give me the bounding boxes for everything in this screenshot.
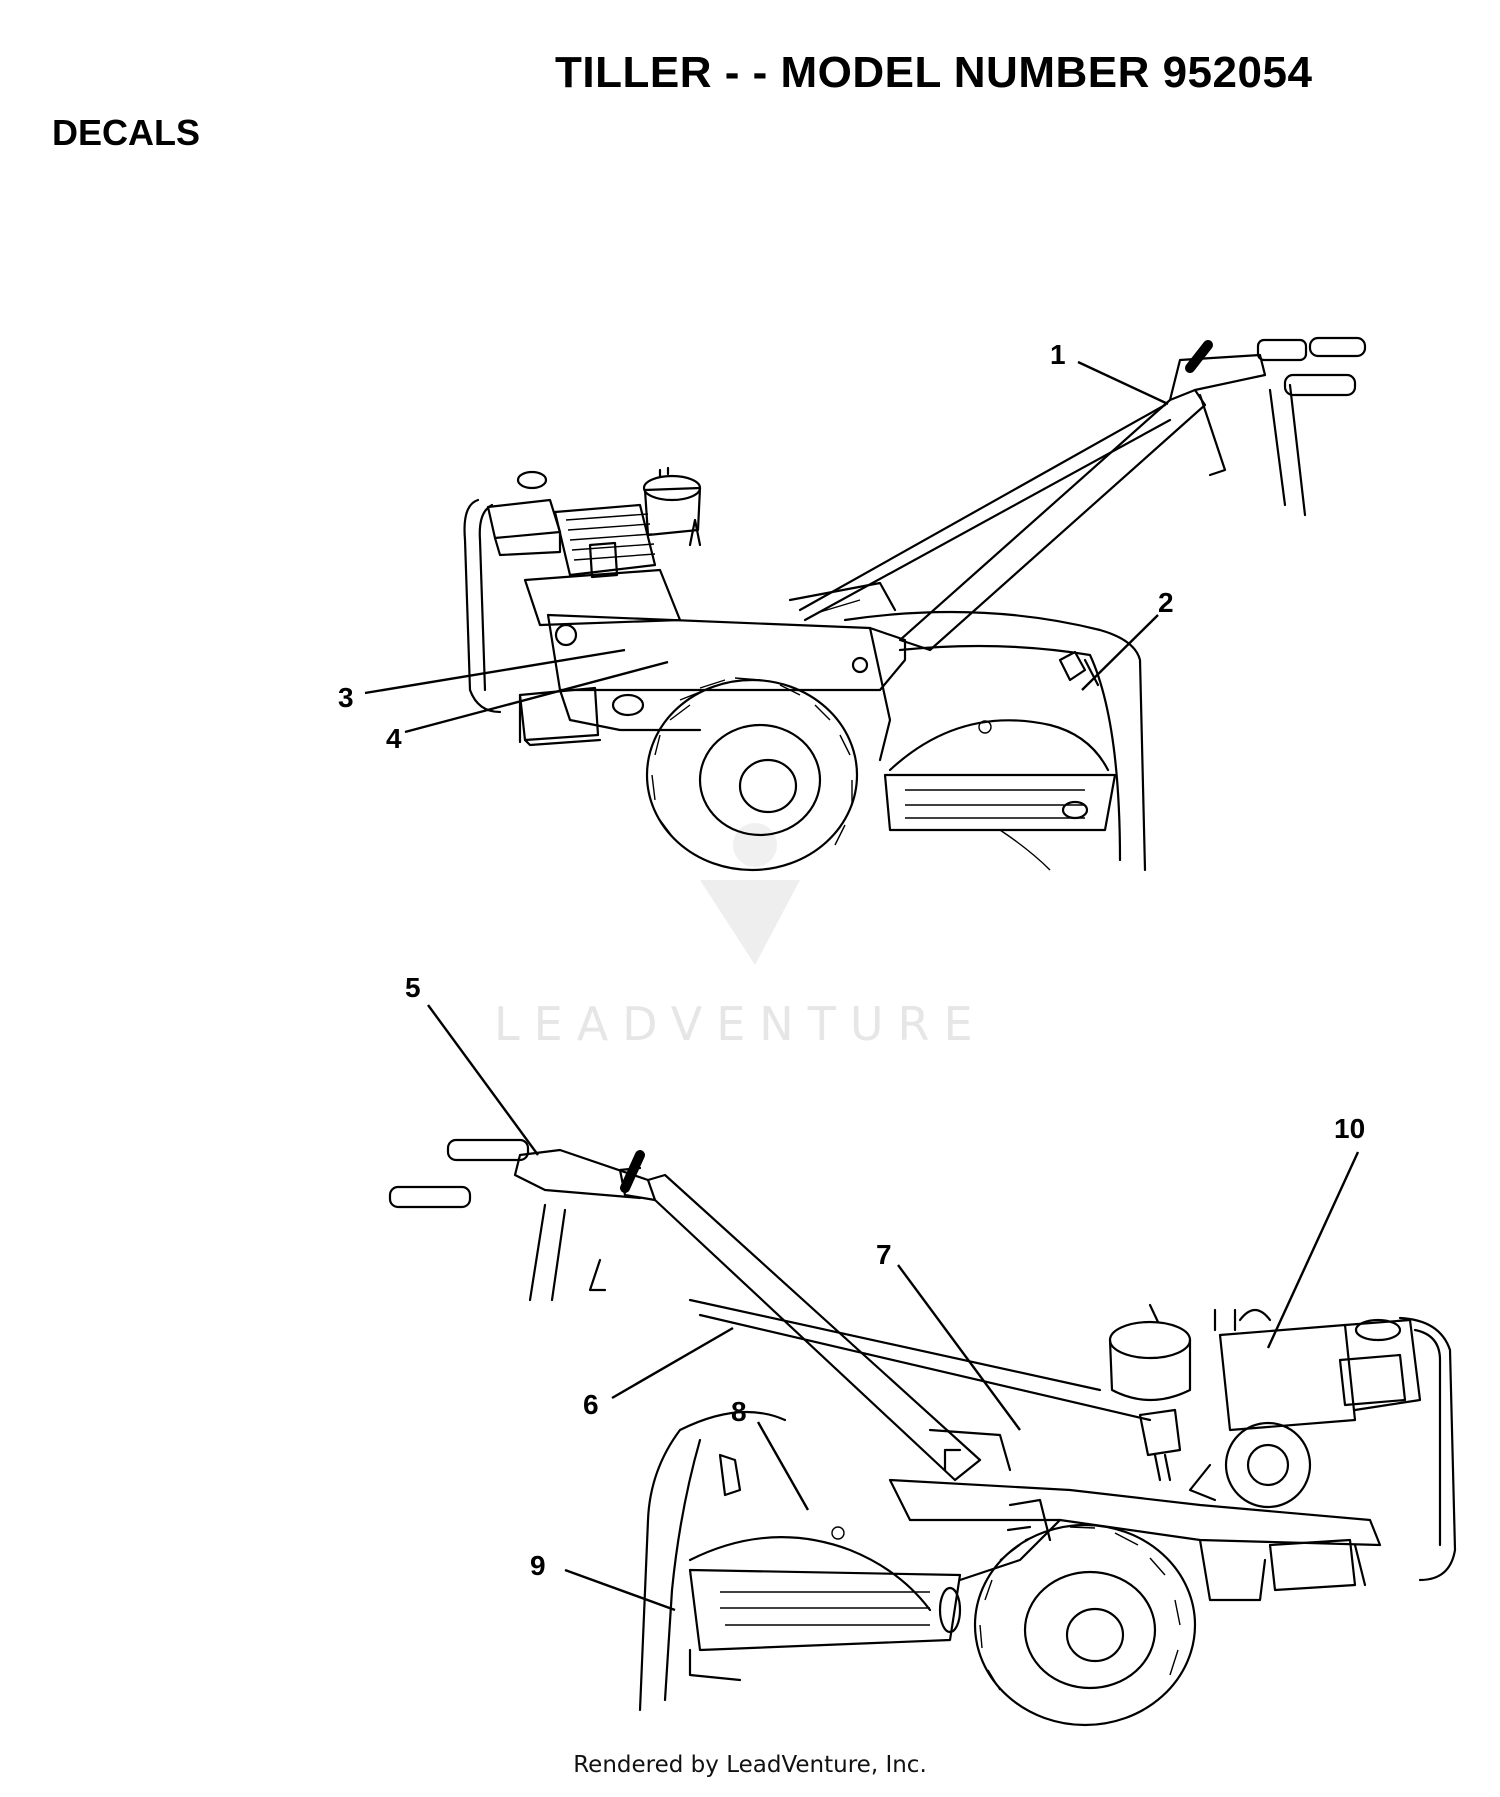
callout-4: 4	[386, 723, 402, 754]
leader-4	[404, 660, 669, 734]
leader-8	[756, 1421, 810, 1511]
leader-7	[897, 1264, 1021, 1431]
footer-credit: Rendered by LeadVenture, Inc.	[573, 1752, 927, 1778]
leadventure-watermark: LEADVENTURE	[494, 823, 987, 1051]
leader-1	[1077, 360, 1169, 406]
callout-2: 2	[1158, 587, 1174, 618]
callout-9: 9	[530, 1550, 546, 1581]
leader-6	[611, 1326, 734, 1400]
tiller-bottom-view	[388, 1138, 1457, 1727]
callout-5: 5	[405, 972, 421, 1003]
leader-3	[364, 648, 626, 695]
leader-5	[427, 1004, 539, 1156]
tiller-top-view	[463, 336, 1367, 872]
page-title: TILLER - - MODEL NUMBER 952054	[555, 48, 1313, 97]
callout-numbers: 1 2 3 4 5 6 7 8 9 10	[338, 339, 1365, 1581]
section-heading: DECALS	[52, 112, 201, 153]
callout-8: 8	[731, 1396, 747, 1427]
leader-10	[1266, 1151, 1360, 1349]
callout-1: 1	[1050, 339, 1066, 370]
watermark-logo-icon	[700, 880, 800, 965]
leader-2	[1081, 614, 1159, 691]
callout-10: 10	[1334, 1113, 1365, 1144]
callout-7: 7	[876, 1239, 892, 1270]
watermark-text: LEADVENTURE	[494, 997, 987, 1051]
callout-leaders	[364, 360, 1360, 1612]
callout-3: 3	[338, 682, 354, 713]
leader-9	[564, 1568, 676, 1612]
callout-6: 6	[583, 1389, 599, 1420]
